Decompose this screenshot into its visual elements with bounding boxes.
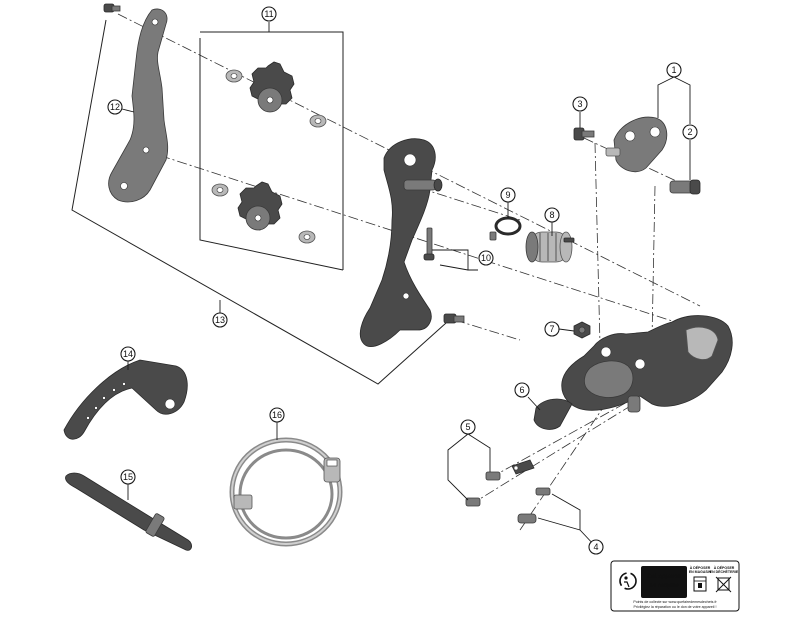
callout-3: 3 [572, 96, 588, 112]
callout-8: 8 [544, 207, 560, 223]
callout-16: 16 [269, 407, 285, 423]
charging-cable [229, 437, 343, 547]
callout-leaders [121, 22, 691, 548]
upper-pulley [225, 61, 327, 128]
outer-cage-plate [108, 8, 169, 203]
snap-ring [489, 216, 522, 241]
svg-text:5: 5 [465, 422, 470, 432]
svg-text:Cet appareil: Cet appareil [647, 574, 682, 580]
svg-text:12: 12 [110, 102, 120, 112]
svg-text:9: 9 [505, 190, 510, 200]
cage-stopper-screws [423, 227, 478, 271]
svg-text:EN MAGASIN: EN MAGASIN [689, 570, 712, 574]
callout-10: 10 [478, 250, 494, 266]
svg-text:15: 15 [123, 472, 133, 482]
lower-pulley [211, 181, 316, 244]
b-tension-bolt [573, 127, 595, 141]
pulley-set-box [199, 31, 344, 271]
callout-7: 7 [544, 321, 560, 337]
svg-text:se recycle: se recycle [649, 583, 679, 589]
recycling-info-label: Cet appareil se recycle À DÉPOSER EN MAG… [610, 560, 740, 612]
callout-1: 1 [666, 62, 682, 78]
crossed-bin-icon [715, 576, 732, 593]
callout-2: 2 [682, 124, 698, 140]
callout-5: 5 [460, 419, 476, 435]
end-cap-cover [533, 398, 573, 430]
link-set-screws [465, 459, 535, 507]
svg-text:7: 7 [549, 324, 554, 334]
adjustment-tool [65, 472, 192, 551]
svg-text:Privilégiez la réparation ou l: Privilégiez la réparation ou le don de v… [634, 605, 717, 609]
callout-9: 9 [500, 187, 516, 203]
callout-11: 11 [261, 6, 277, 22]
callout-13: 13 [212, 312, 228, 328]
svg-text:13: 13 [215, 315, 225, 325]
svg-text:3: 3 [577, 99, 582, 109]
tension-spring [525, 231, 575, 263]
callout-15: 15 [120, 469, 136, 485]
upper-pulley-bolt [103, 3, 121, 13]
triman-icon [619, 572, 637, 590]
bracket-axle-bolt [669, 179, 701, 195]
bracket-axle-unit [605, 116, 668, 173]
callout-6: 6 [514, 382, 530, 398]
svg-text:4: 4 [593, 542, 598, 552]
svg-text:8: 8 [549, 210, 554, 220]
svg-text:2: 2 [687, 127, 692, 137]
svg-text:1: 1 [671, 65, 676, 75]
link-pins [517, 487, 551, 524]
svg-text:10: 10 [481, 253, 491, 263]
svg-text:11: 11 [264, 9, 273, 19]
callout-4: 4 [588, 539, 604, 555]
guide-bracket [63, 359, 188, 440]
assembly-axes [117, 13, 701, 531]
svg-text:EN DÉCHÈTERIE: EN DÉCHÈTERIE [710, 569, 739, 574]
callout-14: 14 [120, 346, 136, 362]
cage-assembly-box [71, 19, 447, 385]
callout-12: 12 [107, 99, 123, 115]
svg-text:6: 6 [519, 385, 524, 395]
svg-text:14: 14 [123, 349, 133, 359]
store-bin-icon [693, 576, 707, 592]
inner-cage-plate [359, 138, 443, 347]
cap-nut [573, 321, 591, 339]
svg-text:À DÉPOSER: À DÉPOSER [690, 565, 711, 570]
svg-text:16: 16 [272, 410, 282, 420]
derailleur-main-body [561, 315, 733, 413]
svg-text:Points de collecte sur www.que: Points de collecte sur www.quefairedemes… [633, 600, 717, 604]
lower-pulley-bolt [443, 313, 465, 324]
svg-text:À DÉPOSER: À DÉPOSER [714, 565, 735, 570]
